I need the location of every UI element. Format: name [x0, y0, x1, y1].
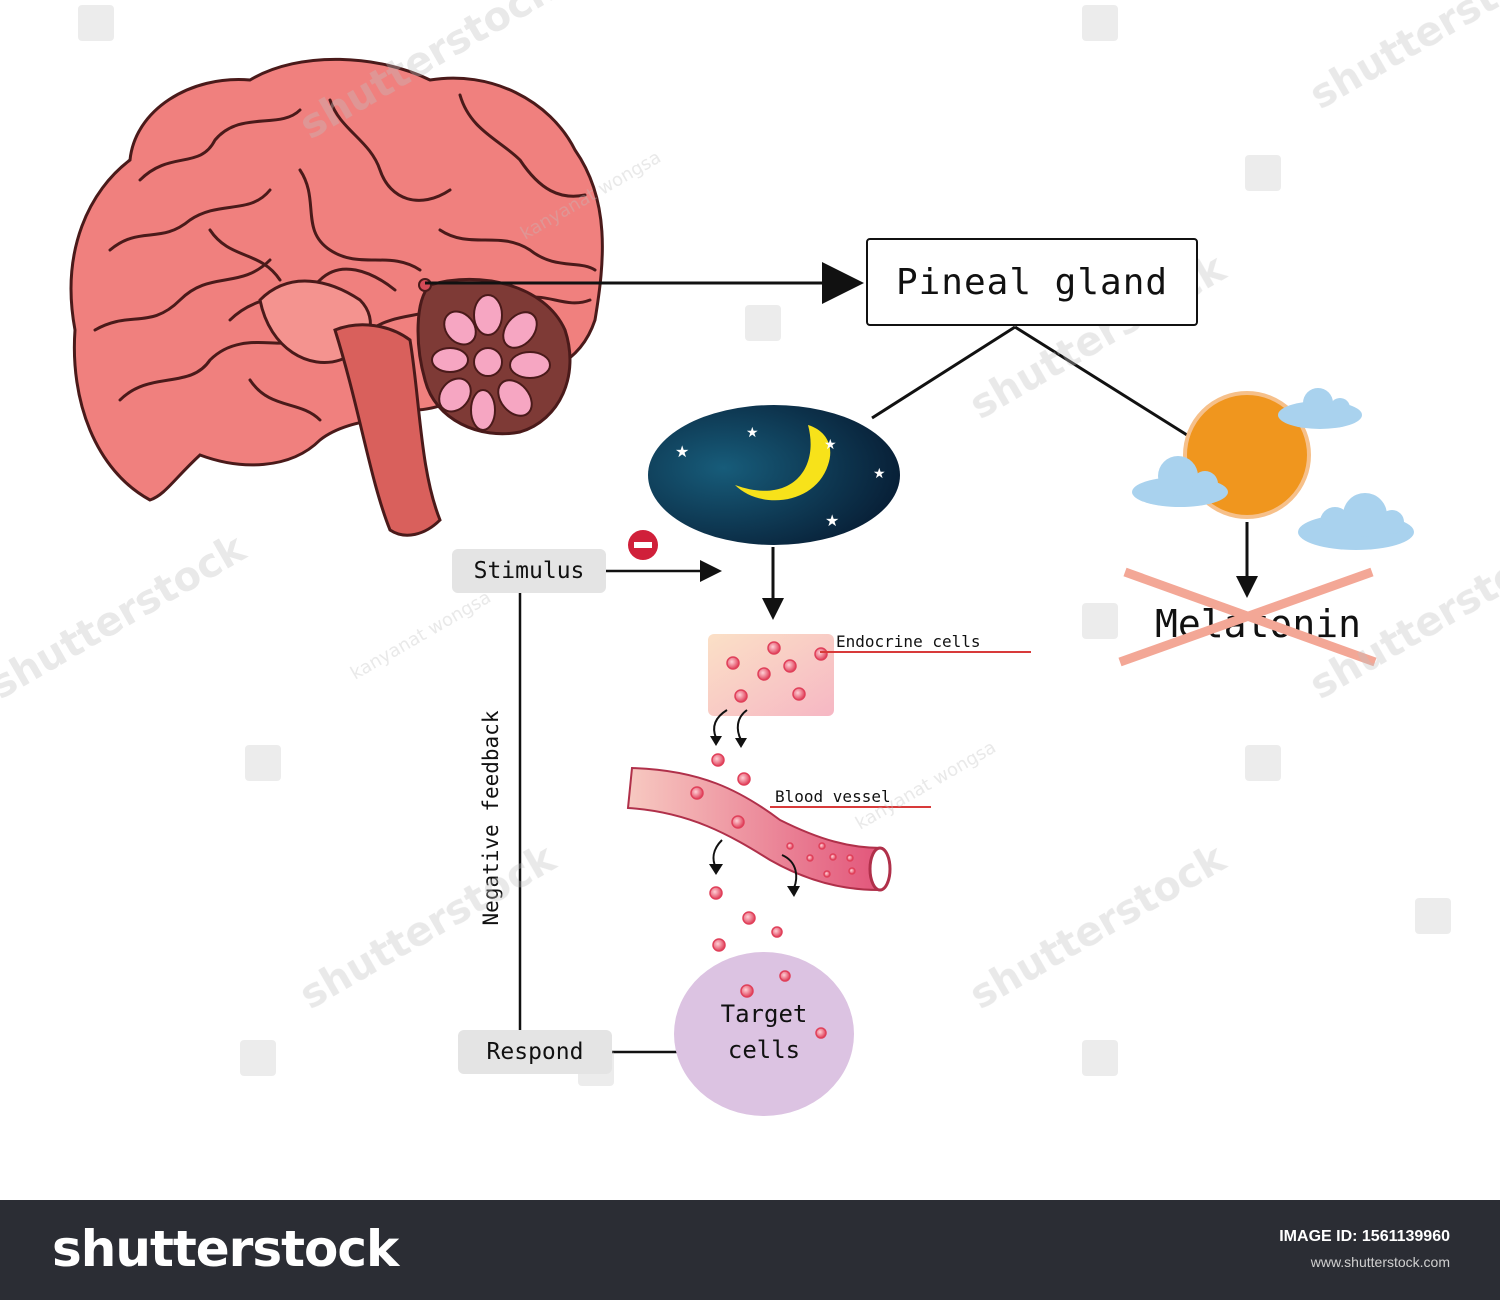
footer-url: www.shutterstock.com	[1310, 1254, 1450, 1270]
watermark-text: shutterstock	[292, 835, 564, 1019]
respond-label: Respond	[486, 1039, 584, 1065]
brain-illustration	[69, 57, 604, 537]
footer-logo: shutterstock	[52, 1220, 399, 1278]
inhibit-icon	[628, 530, 658, 560]
watermark-author: kanyanat wongsa	[347, 587, 495, 684]
moon-icon	[735, 425, 831, 501]
svg-text:★: ★	[873, 466, 886, 482]
watermark-text: shutterstock	[0, 525, 254, 709]
stimulus-box: Stimulus	[452, 549, 606, 593]
pineal-gland-box: Pineal gland	[866, 238, 1198, 326]
star-icons: ★ ★ ★ ★ ★	[675, 425, 886, 530]
brain-to-pineal-arrowhead	[822, 262, 864, 304]
svg-text:★: ★	[824, 437, 837, 453]
day-to-melatonin-arrowhead	[1236, 576, 1258, 598]
night-sky-icon: ★ ★ ★ ★ ★	[648, 405, 900, 545]
pineal-to-night-line	[871, 325, 1016, 420]
watermark-text: shutterstock	[962, 835, 1234, 1019]
cerebellum	[416, 277, 572, 436]
endocrine-cells	[708, 634, 834, 716]
svg-text:★: ★	[746, 425, 759, 441]
stimulus-label: Stimulus	[473, 558, 585, 584]
melatonin-cross-mark	[1118, 567, 1377, 667]
footer-image-id: IMAGE ID: 1561139960	[1279, 1228, 1450, 1245]
target-cells	[674, 952, 854, 1116]
blood-vessel-label: Blood vessel	[775, 787, 891, 806]
pineal-to-day-line	[1014, 325, 1196, 442]
target-cells-label-line2: cells	[728, 1036, 800, 1064]
secretion-arrows	[713, 709, 748, 741]
watermark-author: kanyanat wongsa	[852, 737, 1000, 834]
cloud-icon	[1132, 388, 1414, 550]
day-sun-icon	[1132, 388, 1414, 550]
negative-feedback-label: Negative feedback	[479, 710, 503, 925]
pineal-location	[418, 278, 432, 292]
brainstem	[333, 323, 442, 537]
endocrine-cells-label: Endocrine cells	[836, 632, 981, 651]
svg-text:★: ★	[825, 511, 839, 530]
hormone-molecules	[709, 753, 783, 952]
stock-footer: shutterstock IMAGE ID: 1561139960 www.sh…	[0, 1200, 1500, 1300]
watermark-text: shutterstock	[1302, 0, 1500, 119]
target-cells-label-line1: Target	[721, 1000, 808, 1028]
pineal-gland-label: Pineal gland	[895, 261, 1169, 303]
respond-box: Respond	[458, 1030, 612, 1074]
blood-vessel	[626, 766, 892, 892]
svg-text:★: ★	[675, 442, 689, 461]
